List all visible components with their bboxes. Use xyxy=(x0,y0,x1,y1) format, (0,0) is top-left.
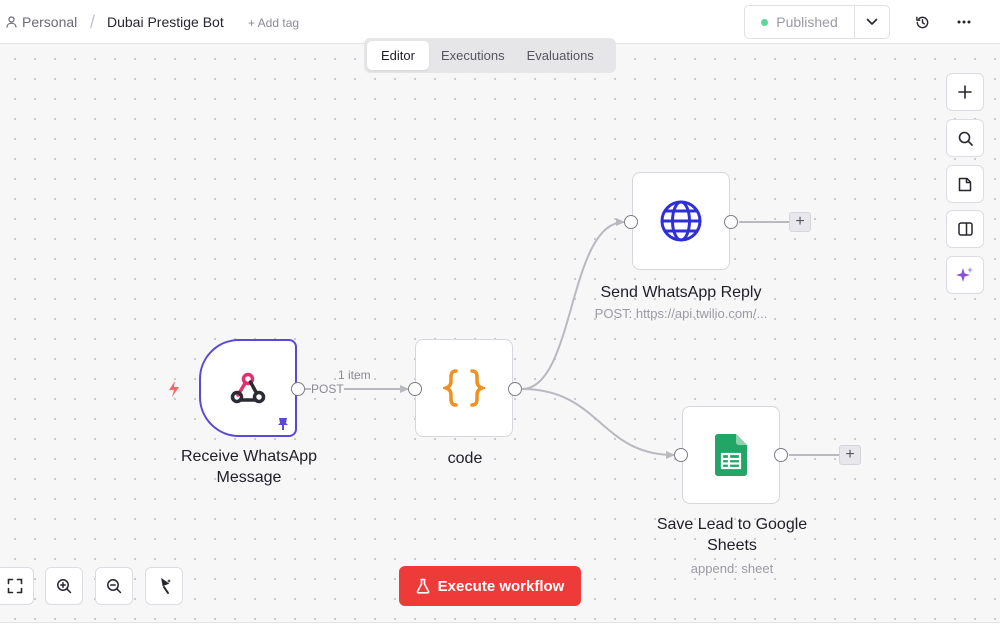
add-sticky-note-button[interactable] xyxy=(946,165,984,203)
plus-icon xyxy=(958,85,972,99)
tab-editor[interactable]: Editor xyxy=(367,41,429,70)
zoom-out-button[interactable] xyxy=(95,567,133,605)
sparkle-icon xyxy=(956,267,973,282)
pin-icon xyxy=(278,418,288,430)
google-sheets-icon xyxy=(715,434,747,476)
history-icon xyxy=(915,16,928,28)
node-code[interactable] xyxy=(415,339,513,437)
node-send-whatsapp-reply[interactable] xyxy=(632,172,730,270)
more-horizontal-icon xyxy=(957,20,971,24)
edge-method-label: POST xyxy=(311,382,344,396)
more-options-button[interactable] xyxy=(954,12,974,32)
sheets-input-handle[interactable] xyxy=(674,448,688,462)
publish-dropdown-button[interactable] xyxy=(855,6,889,38)
zoom-in-button[interactable] xyxy=(45,567,83,605)
node-label-save-lead-sheets: Save Lead to Google Sheets xyxy=(656,516,808,554)
reply-add-node-button[interactable]: + xyxy=(789,212,811,232)
tab-executions[interactable]: Executions xyxy=(441,48,505,63)
sheets-output-handle[interactable] xyxy=(774,448,788,462)
tab-evaluations[interactable]: Evaluations xyxy=(526,48,594,63)
code-output-handle[interactable] xyxy=(508,382,522,396)
node-save-lead-sheets[interactable] xyxy=(682,406,780,504)
ai-assistant-button[interactable] xyxy=(946,256,984,294)
code-input-handle[interactable] xyxy=(408,382,422,396)
panel-icon xyxy=(957,222,973,236)
add-tag-button[interactable]: + Add tag xyxy=(248,16,300,30)
published-label: Published xyxy=(776,14,838,30)
breadcrumb-separator: / xyxy=(90,12,96,32)
bottom-edge xyxy=(0,622,1000,634)
view-tabs: Editor Executions Evaluations xyxy=(364,38,616,73)
flask-icon xyxy=(416,578,430,594)
connection-code-reply[interactable] xyxy=(521,218,625,390)
edge-item-count: 1 item xyxy=(338,368,371,382)
execute-workflow-label: Execute workflow xyxy=(437,577,565,595)
user-icon xyxy=(6,16,17,28)
zoom-out-icon xyxy=(107,579,122,594)
webhook-output-handle[interactable] xyxy=(291,382,305,396)
code-braces-icon xyxy=(443,369,485,407)
globe-icon xyxy=(660,200,702,242)
workflow-name[interactable]: Dubai Prestige Bot xyxy=(107,14,224,30)
project-name: Personal xyxy=(22,14,78,30)
fit-view-button[interactable] xyxy=(0,567,34,605)
sticky-note-icon xyxy=(958,177,972,191)
execute-workflow-button[interactable]: Execute workflow xyxy=(399,566,581,606)
webhook-icon xyxy=(230,372,266,404)
header-bar: Personal / Dubai Prestige Bot + Add tag … xyxy=(0,0,1000,44)
trigger-bolt-icon xyxy=(169,381,179,397)
status-dot xyxy=(761,18,769,26)
published-button[interactable]: Published xyxy=(745,6,855,38)
sheets-add-node-button[interactable]: + xyxy=(839,445,861,465)
node-label-code: code xyxy=(447,450,483,467)
fit-view-icon xyxy=(7,578,23,594)
node-subtitle-send-whatsapp-reply: POST: https://api.twilio.com/... xyxy=(594,306,768,321)
connection-code-sheets[interactable] xyxy=(521,388,675,459)
breadcrumb-project[interactable]: Personal xyxy=(6,14,77,30)
workflow-canvas[interactable] xyxy=(0,44,1000,622)
add-node-button[interactable] xyxy=(946,73,984,111)
zoom-in-icon xyxy=(57,579,72,594)
search-nodes-button[interactable] xyxy=(946,119,984,157)
node-label-send-whatsapp-reply: Send WhatsApp Reply xyxy=(600,284,762,301)
node-subtitle-save-lead-sheets: append: sheet xyxy=(690,561,774,576)
tidy-up-button[interactable] xyxy=(145,567,183,605)
reply-input-handle[interactable] xyxy=(624,215,638,229)
history-button[interactable] xyxy=(912,12,932,32)
chevron-down-icon xyxy=(866,18,878,25)
tidy-up-icon xyxy=(161,577,171,594)
node-receive-whatsapp[interactable] xyxy=(199,339,297,437)
node-label-receive-whatsapp: Receive WhatsApp Message xyxy=(180,448,318,486)
search-icon xyxy=(958,131,973,146)
toggle-panel-button[interactable] xyxy=(946,210,984,248)
publish-control: Published xyxy=(744,5,890,39)
reply-output-handle[interactable] xyxy=(724,215,738,229)
